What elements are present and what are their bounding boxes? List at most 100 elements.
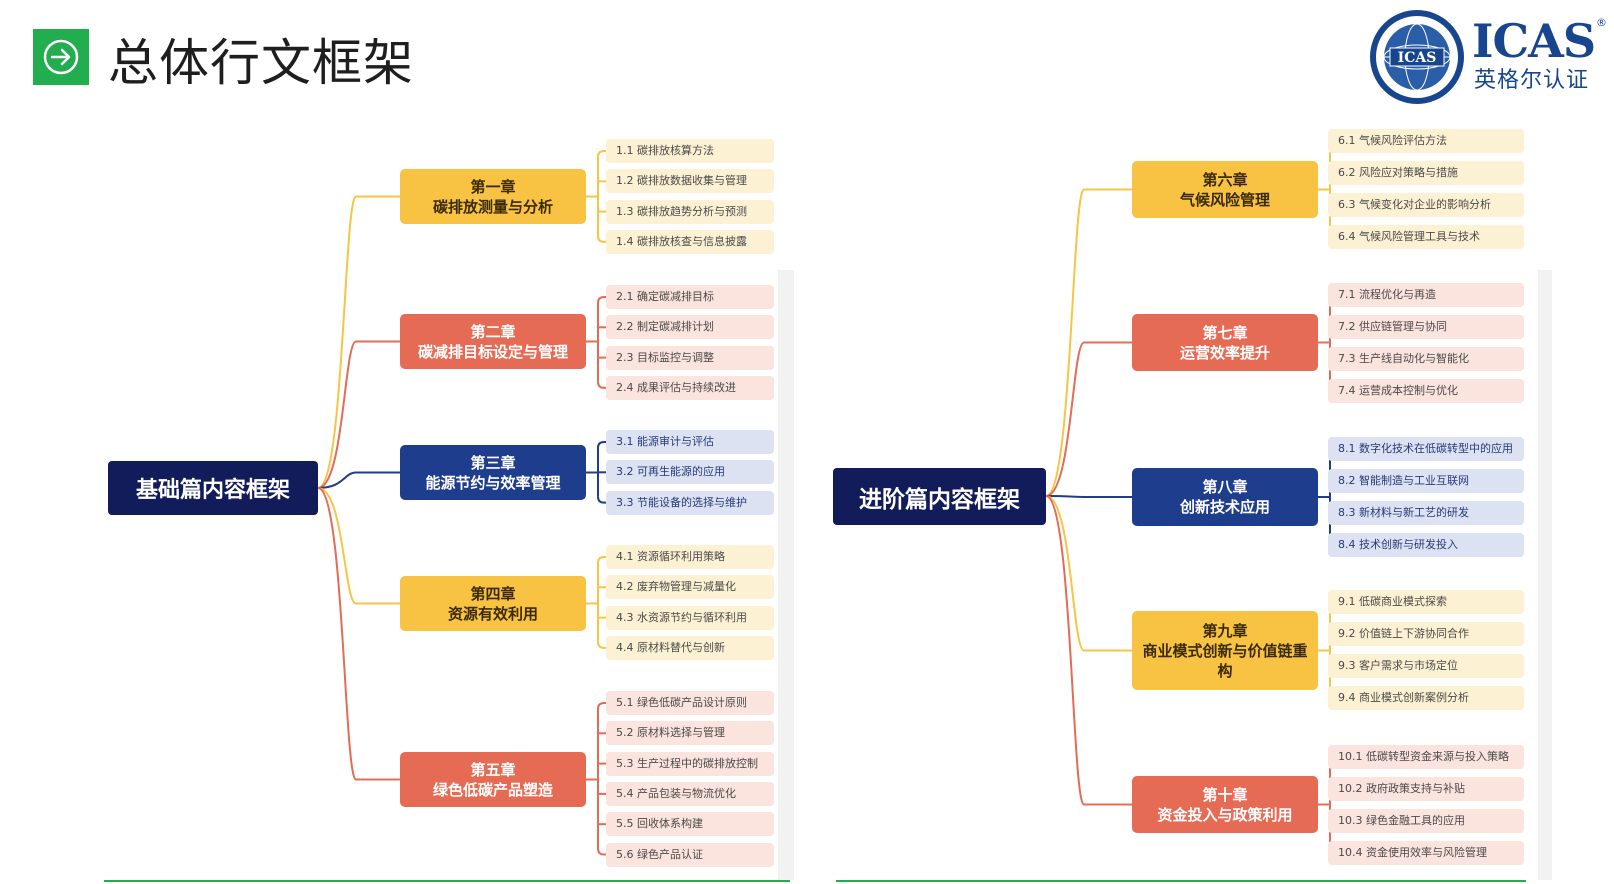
root-advanced-framework: 进阶篇内容框架 — [833, 468, 1046, 525]
chapter-number: 第二章 — [470, 322, 516, 341]
icas-seal-icon: ICAS — [1370, 10, 1464, 104]
chapter-node: 第一章碳排放测量与分析 — [400, 169, 586, 224]
chapter-title: 资源有效利用 — [447, 604, 538, 623]
item-connector — [597, 296, 606, 304]
page-title: 总体行文框架 — [108, 34, 414, 92]
chapter-title: 绿色低碳产品塑造 — [432, 780, 553, 799]
chapter-number: 第四章 — [470, 584, 516, 603]
item-connector — [597, 441, 606, 449]
root-to-chapter-line — [317, 471, 400, 489]
left-bottom-divider — [104, 880, 790, 882]
chapter-node: 第八章创新技术应用 — [1132, 468, 1318, 526]
item-connector — [597, 235, 606, 243]
item-connector — [597, 641, 606, 649]
left-panel-shadow — [778, 270, 794, 880]
chapter-number: 第六章 — [1202, 170, 1248, 189]
item-connector — [597, 702, 606, 710]
section-item: 4.4 原材料替代与创新 — [606, 635, 774, 660]
chapter-title: 资金投入与政策利用 — [1157, 805, 1293, 824]
chapter-node: 第二章碳减排目标设定与管理 — [400, 314, 586, 369]
chapter-title: 碳减排目标设定与管理 — [417, 342, 568, 361]
chapter-number: 第五章 — [470, 760, 516, 779]
section-item: 5.3 生产过程中的碳排放控制 — [606, 751, 774, 776]
item-connector — [597, 381, 606, 389]
root-basic-framework: 基础篇内容框架 — [108, 461, 318, 515]
chapter-title: 能源节约与效率管理 — [425, 473, 561, 492]
chapter-title: 商业模式创新与价值链重构 — [1142, 641, 1308, 680]
chapter-title: 碳排放测量与分析 — [432, 197, 553, 216]
item-connector — [597, 556, 606, 564]
section-item: 8.2 智能制造与工业互联网 — [1328, 469, 1524, 493]
section-item: 10.3 绿色金融工具的应用 — [1328, 809, 1524, 833]
arrow-right-circle-icon — [33, 29, 89, 85]
section-item: 4.2 废弃物管理与减量化 — [606, 575, 774, 600]
section-item: 3.2 可再生能源的应用 — [606, 460, 774, 485]
section-item: 5.4 产品包装与物流优化 — [606, 781, 774, 806]
section-item: 9.4 商业模式创新案例分析 — [1328, 686, 1524, 710]
section-item: 10.2 政府政策支持与补贴 — [1328, 777, 1524, 801]
chapter-number: 第三章 — [470, 453, 516, 472]
section-item: 5.1 绿色低碳产品设计原则 — [606, 691, 774, 715]
root-to-chapter-line — [1045, 341, 1132, 497]
section-item: 5.5 回收体系构建 — [606, 812, 774, 837]
chapter-node: 第三章能源节约与效率管理 — [400, 445, 586, 500]
chapter-number: 第九章 — [1202, 621, 1248, 640]
logo-wordmark: ICAS — [1472, 14, 1596, 68]
section-item: 6.3 气候变化对企业的影响分析 — [1328, 193, 1524, 217]
chapter-node: 第七章运营效率提升 — [1132, 314, 1318, 371]
chapter-number: 第八章 — [1202, 478, 1248, 496]
section-item: 2.1 确定碳减排目标 — [606, 285, 774, 309]
section-item: 10.4 资金使用效率与风险管理 — [1328, 841, 1524, 865]
chapter-node: 第四章资源有效利用 — [400, 576, 586, 631]
svg-text:ICAS: ICAS — [1398, 50, 1437, 66]
section-item: 9.3 客户需求与市场定位 — [1328, 654, 1524, 678]
section-item: 2.4 成果评估与持续改进 — [606, 375, 774, 400]
root-to-chapter-line — [317, 487, 401, 781]
chapter-title: 创新技术应用 — [1179, 498, 1270, 516]
root-label: 进阶篇内容框架 — [859, 486, 1020, 513]
section-item: 3.1 能源审计与评估 — [606, 430, 774, 454]
chapter-title: 运营效率提升 — [1179, 343, 1270, 362]
chapter-node: 第九章商业模式创新与价值链重构 — [1132, 611, 1318, 690]
section-item: 6.2 风险应对策略与措施 — [1328, 161, 1524, 185]
section-item: 9.2 价值链上下游协同合作 — [1328, 622, 1524, 646]
right-panel-shadow — [1538, 270, 1552, 880]
section-item: 1.2 碳排放数据收集与管理 — [606, 169, 774, 194]
section-item: 7.2 供应链管理与协同 — [1328, 315, 1524, 339]
section-item: 3.3 节能设备的选择与维护 — [606, 490, 774, 515]
section-item: 1.3 碳排放趋势分析与预测 — [606, 199, 774, 224]
root-to-chapter-line — [1045, 495, 1133, 499]
section-item: 2.2 制定碳减排计划 — [606, 315, 774, 340]
chapter-node: 第六章气候风险管理 — [1132, 161, 1318, 218]
chapter-number: 第一章 — [470, 177, 516, 196]
logo-subtitle: 英格尔认证 — [1474, 68, 1590, 93]
chapter-node: 第十章资金投入与政策利用 — [1132, 776, 1318, 833]
section-item: 8.3 新材料与新工艺的研发 — [1328, 501, 1524, 525]
section-item: 4.1 资源循环利用策略 — [606, 545, 774, 569]
chapter-node: 第五章绿色低碳产品塑造 — [400, 752, 586, 807]
section-item: 8.1 数字化技术在低碳转型中的应用 — [1328, 437, 1524, 461]
chapter-title: 气候风险管理 — [1179, 190, 1270, 209]
section-item: 6.1 气候风险评估方法 — [1328, 129, 1524, 153]
section-item: 9.1 低碳商业模式探索 — [1328, 590, 1524, 614]
icas-logo: ICAS ICAS ® 英格尔认证 — [1368, 6, 1608, 108]
section-item: 5.6 绿色产品认证 — [606, 842, 774, 867]
section-item: 6.4 气候风险管理工具与技术 — [1328, 225, 1524, 249]
item-connector — [597, 150, 606, 158]
chapter-number: 第七章 — [1202, 323, 1248, 342]
section-item: 8.4 技术创新与研发投入 — [1328, 533, 1524, 557]
root-to-chapter-line — [317, 340, 400, 489]
section-item: 7.1 流程优化与再造 — [1328, 283, 1524, 307]
chapter-number: 第十章 — [1202, 785, 1248, 804]
item-connector — [597, 496, 606, 504]
root-to-chapter-line — [1045, 188, 1132, 497]
section-item: 1.4 碳排放核查与信息披露 — [606, 229, 774, 254]
section-item: 7.3 生产线自动化与智能化 — [1328, 347, 1524, 371]
section-item: 7.4 运营成本控制与优化 — [1328, 379, 1524, 403]
section-item: 4.3 水资源节约与循环利用 — [606, 605, 774, 630]
root-to-chapter-line — [317, 487, 400, 605]
section-item: 1.1 碳排放核算方法 — [606, 139, 774, 163]
root-to-chapter-line — [1045, 495, 1132, 806]
root-to-chapter-line — [1045, 495, 1132, 652]
section-item: 5.2 原材料选择与管理 — [606, 721, 774, 746]
